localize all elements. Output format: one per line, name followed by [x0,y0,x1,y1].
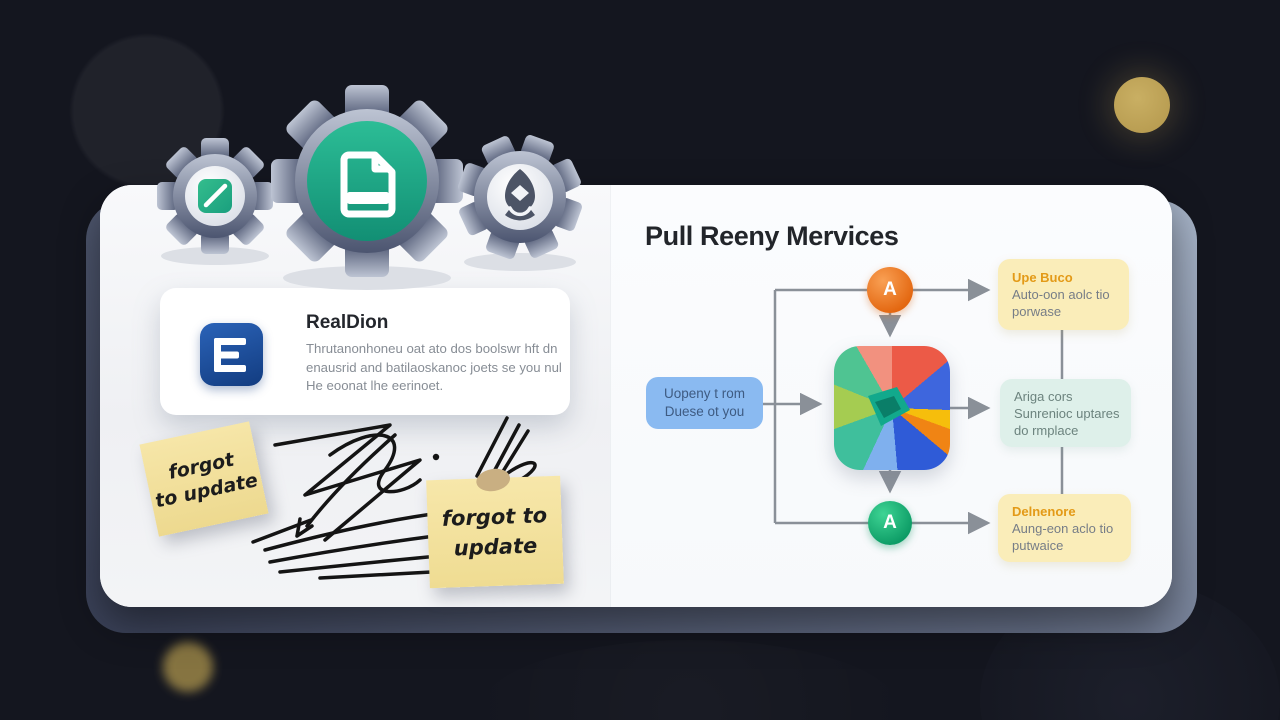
gold-circle-decor [1114,77,1170,133]
flow-box-middle-line: Sunrenioc uptares [1014,406,1120,421]
node-letter: A [883,512,897,533]
haze-decor-bottom-center [480,640,900,720]
flow-box-bottom: Delnenore Aung-eon aclo tio putwaice [998,494,1131,562]
flow-box-top-header: Upe Buco [1012,270,1073,285]
sticky-note-line: update [453,533,538,561]
flow-box-top: Upe Buco Auto-oon aolc tio porwase [998,259,1129,330]
flow-node-bottom: A [868,501,912,545]
flow-node-top: A [867,267,913,313]
main-card: RealDion Thrutanonhoneu oat ato dos bool… [100,185,1172,607]
flowchart-title: Pull Reeny Mervices [645,221,899,251]
flow-input-box: Uopeny t rom Duese ot you [646,377,763,429]
node-letter: A [883,279,897,300]
flow-box-middle-line: do rmplace [1014,423,1079,438]
realdion-description-line: He eoonat lhe eerinoet. [306,378,444,393]
realdion-logo [200,323,263,386]
realdion-description-line: enausrid and batilaoskanoc joets se you … [306,359,562,375]
pinwheel-square [834,346,950,470]
flow-box-middle: Ariga cors Sunrenioc uptares do rmplace [1000,379,1131,447]
flow-box-bottom-line: Aung-eon aclo tio [1012,521,1114,536]
input-box-line: Uopeny t rom [663,386,746,401]
sticky-note-line: forgot to [441,503,548,531]
realdion-card: RealDion Thrutanonhoneu oat ato dos bool… [160,288,570,415]
faint-ring-decor [58,22,236,200]
flow-box-middle-line: Ariga cors [1014,389,1073,404]
flow-box-bottom-header: Delnenore [1012,504,1076,519]
pinwheel-center-icon [868,387,910,426]
realdion-title: RealDion [306,312,389,333]
realdion-description: Thrutanonhoneu oat ato dos boolswr hft d… [306,340,562,396]
flow-box-top-line: porwase [1012,304,1062,319]
flow-box-bottom-line: putwaice [1012,538,1064,553]
gold-blur-decor [163,642,213,692]
realdion-description-line: Thrutanonhoneu oat ato dos boolswr hft d… [306,341,558,356]
flow-box-top-line: Auto-oon aolc tio [1012,287,1110,302]
e-logo-icon [213,337,246,372]
sticky-note-right: forgot to update [426,466,564,589]
input-box-line: Duese ot you [664,404,745,419]
